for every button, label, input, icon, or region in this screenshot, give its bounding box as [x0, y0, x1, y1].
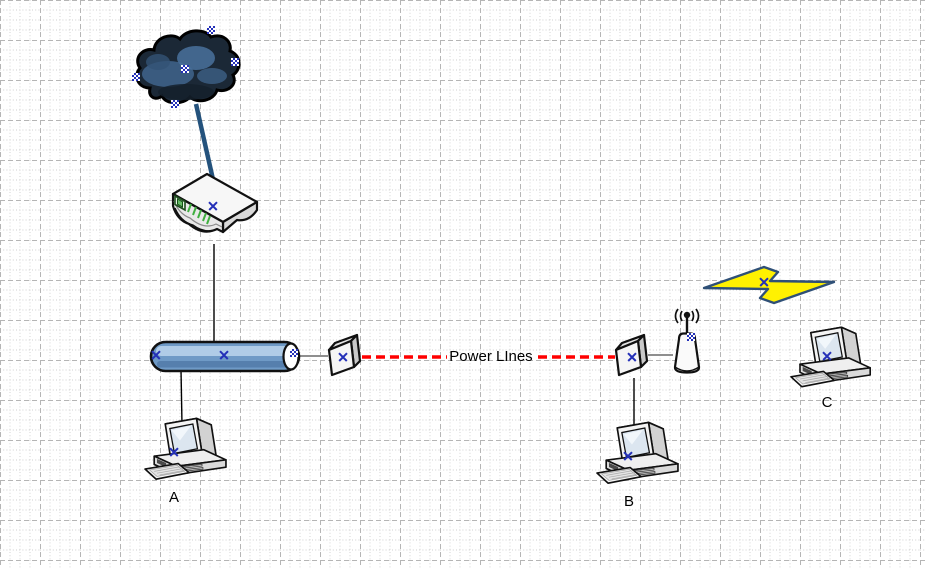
computer-a-icon[interactable]: [144, 417, 227, 480]
internet-cable-connector[interactable]: [193, 103, 217, 185]
hub-to-computer-a-connector[interactable]: [180, 368, 183, 426]
computer-a-label[interactable]: A: [168, 489, 179, 506]
computer-c-label[interactable]: C: [821, 394, 833, 411]
lightning-bolt-icon[interactable]: [702, 265, 836, 305]
selection-handle-cloud-left[interactable]: [132, 73, 140, 81]
connection-marker-hub-left: [151, 350, 160, 359]
selection-handle-antenna[interactable]: [687, 333, 695, 341]
selection-handle-cloud-bottom[interactable]: [171, 100, 179, 108]
powerline-link-label[interactable]: Power LInes: [449, 348, 533, 365]
connection-marker-computer-b: [623, 451, 632, 460]
connection-marker-computer-c: [822, 351, 831, 360]
radio-wave-right-outer: [695, 308, 700, 324]
connection-marker-bolt: [759, 277, 768, 286]
selection-handle-cloud-center[interactable]: [181, 65, 189, 73]
wireless-access-point-icon[interactable]: [673, 308, 701, 374]
antenna-tip: [683, 311, 691, 319]
modem-router-icon[interactable]: [171, 172, 259, 234]
connection-marker-hub-center: [219, 350, 228, 359]
selection-handle-cloud-top[interactable]: [207, 26, 215, 34]
connection-marker-router: [208, 201, 217, 210]
computer-b-icon[interactable]: [596, 421, 679, 484]
router-led-lights: [187, 203, 211, 225]
connection-marker-adapter-left: [338, 352, 347, 361]
selection-handle-cloud-right[interactable]: [231, 58, 239, 66]
radio-wave-left-outer: [674, 308, 679, 324]
connection-marker-computer-a: [169, 447, 178, 456]
radio-wave-left-inner: [679, 310, 683, 322]
radio-wave-right-inner: [691, 310, 695, 322]
connection-marker-adapter-right: [627, 352, 636, 361]
computer-b-label[interactable]: B: [623, 493, 634, 510]
selection-handle-hub-end[interactable]: [290, 349, 298, 357]
